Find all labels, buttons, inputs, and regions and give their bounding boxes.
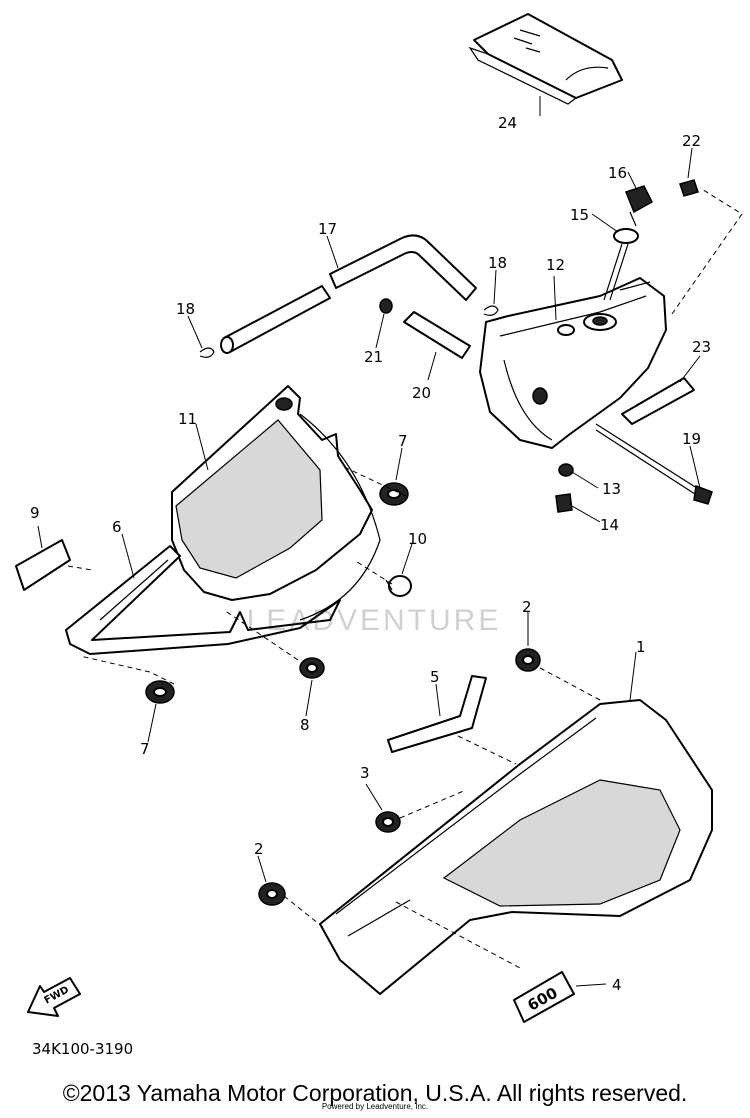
part-20-hose[interactable] [403,311,471,359]
part-15-gasket[interactable] [603,228,639,301]
part-21-nut[interactable] [379,298,393,314]
diagram-id: 34K100-3190 [32,1040,134,1058]
callout-3: 3 [360,764,370,782]
callout-18: 18 [488,254,507,272]
part-18-clip[interactable] [199,347,215,358]
watermark: LEADVENTURE [247,604,502,637]
callout-labels: 1 2 2 3 4 5 6 7 7 8 9 10 11 12 13 14 15 … [30,114,711,994]
callout-24: 24 [498,114,517,132]
part-1-right-side-cover[interactable] [319,699,713,995]
part-10-cap[interactable] [385,575,412,597]
callout-15: 15 [570,206,589,224]
watermark-text: LEADVENTURE [247,604,502,637]
callout-9: 9 [30,504,40,522]
callout-16: 16 [608,164,627,182]
callout-10: 10 [408,530,427,548]
callout-1: 1 [636,638,646,656]
part-7-grommet[interactable] [145,680,175,704]
callout-12: 12 [546,256,565,274]
part-17-breather-hose[interactable] [220,234,477,354]
callout-2: 2 [522,598,532,616]
part-22-bolt[interactable] [679,179,699,197]
part-2-grommet[interactable] [258,882,286,906]
copyright-notice: ©2013 Yamaha Motor Corporation, U.S.A. A… [62,1080,688,1106]
part-4-emblem[interactable]: 600 [513,971,575,1023]
part-19-bolt[interactable] [595,423,713,505]
callout-13: 13 [602,480,621,498]
callout-23: 23 [692,338,711,356]
callout-2: 2 [254,840,264,858]
callout-17: 17 [318,220,337,238]
callout-21: 21 [364,348,383,366]
credit-text: Powered by Leadventure, Inc. [321,1102,429,1111]
callout-6: 6 [112,518,122,536]
part-9-label[interactable] [15,539,71,591]
part-2-grommet[interactable] [515,648,541,672]
callout-22: 22 [682,132,701,150]
callout-8: 8 [300,716,310,734]
part-6-bracket[interactable] [65,545,341,655]
part-16-cap[interactable] [625,185,653,227]
part-7-grommet[interactable] [379,482,409,506]
callout-5: 5 [430,668,440,686]
leader-lines [37,96,743,987]
part-11-left-side-cover[interactable] [171,385,381,621]
callout-7: 7 [140,740,150,758]
part-8-grommet[interactable] [299,657,325,679]
callout-11: 11 [178,410,197,428]
part-5-strip[interactable] [387,675,487,753]
part-12-oil-tank[interactable] [479,277,667,449]
callout-20: 20 [412,384,431,402]
callout-14: 14 [600,516,619,534]
part-3-grommet[interactable] [375,811,401,833]
callout-7: 7 [398,432,408,450]
callout-18: 18 [176,300,195,318]
part-23-plate[interactable] [621,377,695,425]
fwd-arrow-icon: FWD [27,977,81,1017]
callout-4: 4 [612,976,622,994]
part-14-bolt[interactable] [555,493,573,513]
part-24-manual[interactable] [468,13,623,105]
part-18-clip[interactable] [483,305,499,316]
callout-19: 19 [682,430,701,448]
part-13-nut[interactable] [558,463,574,477]
